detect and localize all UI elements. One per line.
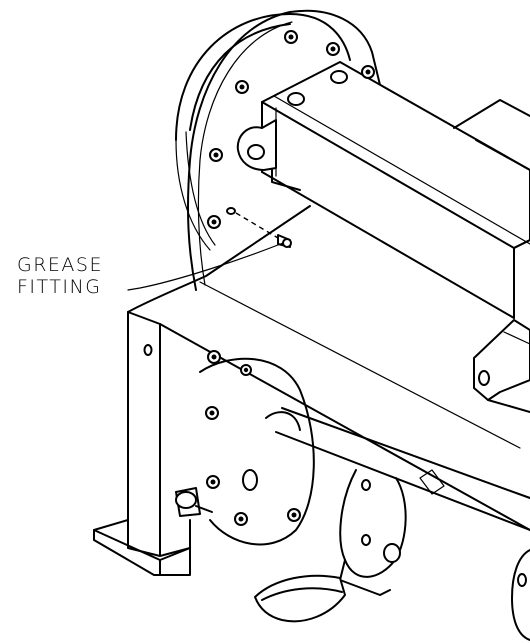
- skid-foot: [93, 519, 191, 576]
- rotor-shaft: [265, 407, 530, 531]
- rear-gear-cover: [175, 13, 351, 251]
- gearbox-block: [453, 99, 530, 171]
- tine-blade: [254, 574, 346, 623]
- rotor-flange: [339, 469, 407, 596]
- hitch-bracket: [473, 319, 530, 413]
- grease-fitting-label: GREASE FITTING: [17, 254, 103, 298]
- tube-bolts: [287, 70, 348, 106]
- right-housing: [511, 549, 530, 641]
- side-plate: [187, 9, 384, 291]
- side-bolt: [175, 487, 213, 517]
- callout-leader-line: [127, 242, 284, 291]
- mount-bracket: [236, 119, 301, 191]
- deck-hole: [143, 344, 153, 356]
- callout-line-1: GREASE: [17, 254, 103, 276]
- top-shield: [127, 205, 530, 557]
- side-plate-bolts: [207, 30, 375, 229]
- callout-line-2: FITTING: [17, 276, 102, 298]
- bearing-plate: [199, 350, 315, 546]
